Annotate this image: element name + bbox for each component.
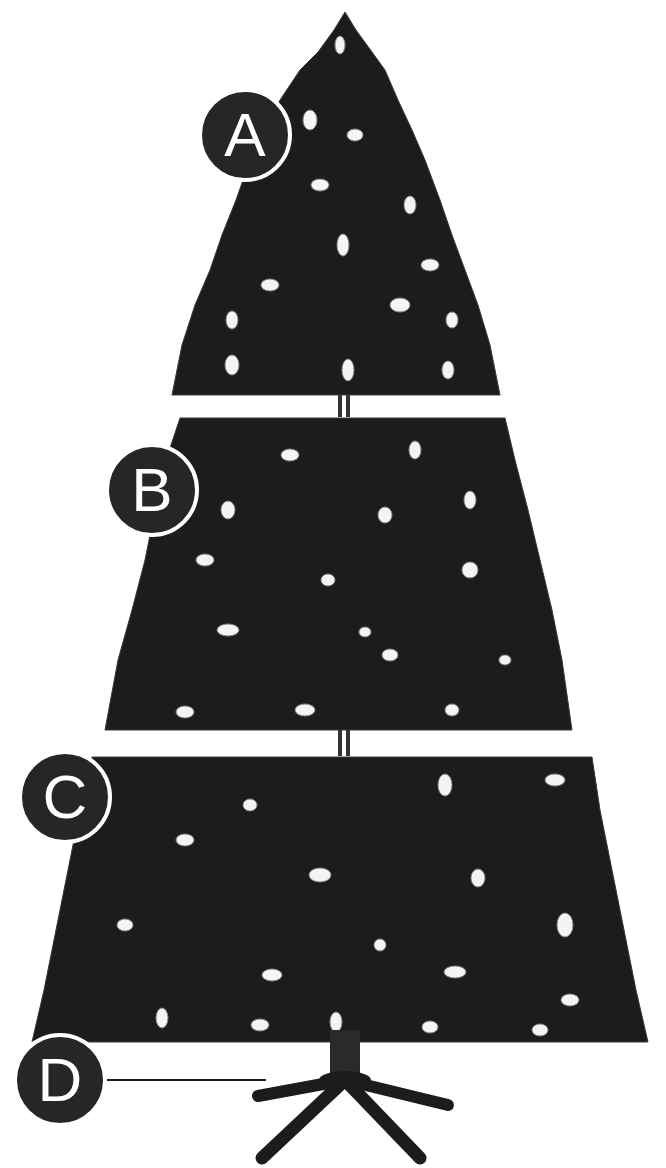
callout-letter: C — [43, 766, 88, 828]
callout-letter: A — [224, 104, 265, 166]
callout-letter: B — [131, 459, 172, 521]
callout-circle: C — [18, 750, 112, 844]
callout-circle: B — [105, 443, 199, 537]
callout-circle: D — [13, 1033, 107, 1127]
callout-circle: A — [198, 88, 292, 182]
callout-letter: D — [38, 1049, 83, 1111]
leader-line — [106, 1079, 266, 1081]
